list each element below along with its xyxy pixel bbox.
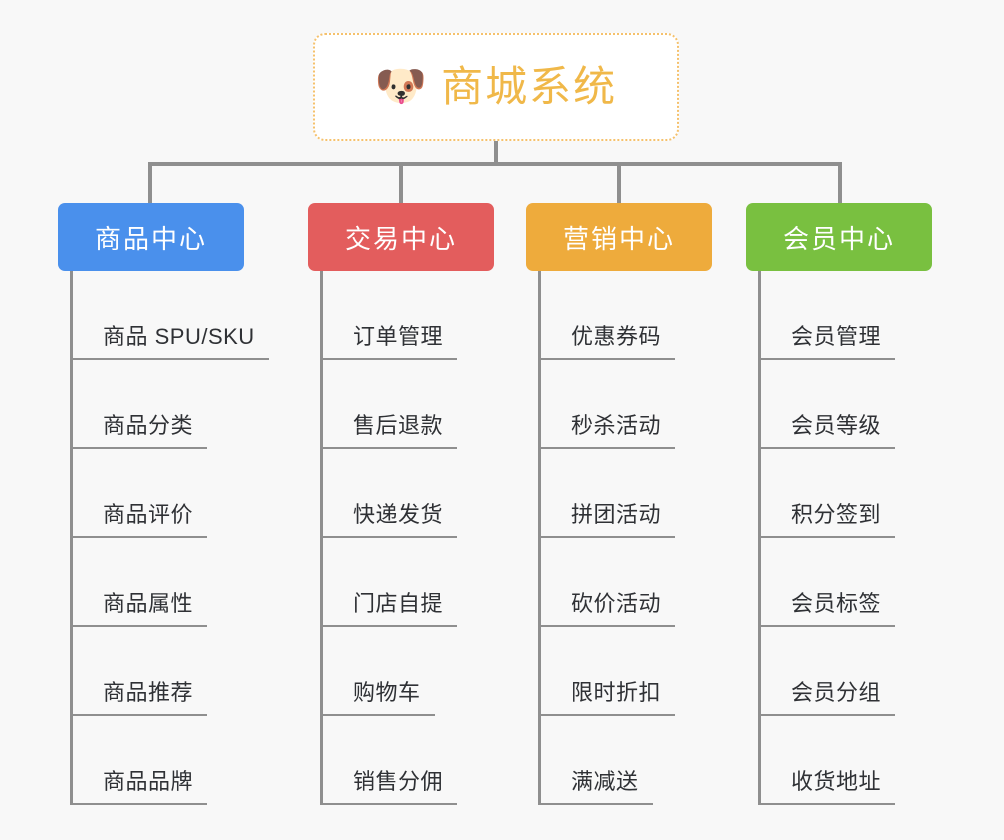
connector-drop-4 [838,162,842,205]
branch-header-label: 会员中心 [782,223,895,254]
list-item-label: 会员分组 [761,675,896,716]
branch-header-1[interactable]: 商品中心 [58,203,244,271]
list-item[interactable]: 商品分类 [73,360,244,449]
list-item-label: 快递发货 [323,497,458,538]
branch-column-3: 营销中心 优惠券码 秒杀活动 拼团活动 砍价活动 限时折扣 满减送 [526,203,712,805]
list-item[interactable]: 优惠券码 [541,271,712,360]
branch-header-label: 交易中心 [344,223,457,254]
list-item[interactable]: 购物车 [323,627,494,716]
list-item-label: 销售分佣 [323,764,458,805]
branch-column-2: 交易中心 订单管理 售后退款 快递发货 门店自提 购物车 销售分佣 [308,203,494,805]
branch-items-2: 订单管理 售后退款 快递发货 门店自提 购物车 销售分佣 [320,271,494,805]
list-item-label: 购物车 [323,675,435,716]
list-item[interactable]: 砍价活动 [541,538,712,627]
list-item-label: 售后退款 [323,408,458,449]
list-item[interactable]: 积分签到 [761,449,932,538]
list-item-label: 门店自提 [323,586,458,627]
list-item[interactable]: 会员分组 [761,627,932,716]
list-item[interactable]: 满减送 [541,716,712,805]
list-item-label: 收货地址 [761,764,896,805]
list-item-label: 限时折扣 [541,675,676,716]
list-item-label: 砍价活动 [541,586,676,627]
list-item-label: 商品评价 [73,497,208,538]
list-item[interactable]: 会员等级 [761,360,932,449]
list-item[interactable]: 快递发货 [323,449,494,538]
list-item[interactable]: 商品品牌 [73,716,244,805]
branch-column-4: 会员中心 会员管理 会员等级 积分签到 会员标签 会员分组 收货地址 [746,203,932,805]
list-item-label: 满减送 [541,764,653,805]
list-item-label: 商品 SPU/SKU [73,319,269,360]
connector-drop-2 [399,162,403,205]
branch-items-4: 会员管理 会员等级 积分签到 会员标签 会员分组 收货地址 [758,271,932,805]
root-title: 商城系统 [441,63,618,110]
list-item-label: 优惠券码 [541,319,676,360]
list-item-label: 商品属性 [73,586,208,627]
list-item[interactable]: 商品评价 [73,449,244,538]
list-item-label: 拼团活动 [541,497,676,538]
list-item-label: 商品分类 [73,408,208,449]
list-item-label: 会员标签 [761,586,896,627]
list-item[interactable]: 商品属性 [73,538,244,627]
list-item-label: 商品品牌 [73,764,208,805]
list-item[interactable]: 商品推荐 [73,627,244,716]
connector-drop-3 [617,162,621,205]
dog-face-icon: 🐶 [374,62,428,109]
list-item[interactable]: 秒杀活动 [541,360,712,449]
list-item[interactable]: 订单管理 [323,271,494,360]
branch-header-label: 营销中心 [562,223,675,254]
branch-column-1: 商品中心 商品 SPU/SKU 商品分类 商品评价 商品属性 商品推荐 商品品牌 [58,203,269,805]
list-item[interactable]: 会员标签 [761,538,932,627]
list-item-label: 会员管理 [761,319,896,360]
branch-header-3[interactable]: 营销中心 [526,203,712,271]
branch-header-label: 商品中心 [94,223,207,254]
list-item-label: 积分签到 [761,497,896,538]
list-item[interactable]: 售后退款 [323,360,494,449]
connector-drop-1 [148,162,152,205]
branch-header-4[interactable]: 会员中心 [746,203,932,271]
list-item[interactable]: 商品 SPU/SKU [73,271,269,360]
branch-items-3: 优惠券码 秒杀活动 拼团活动 砍价活动 限时折扣 满减送 [538,271,712,805]
list-item[interactable]: 会员管理 [761,271,932,360]
connector-root-stem [494,141,498,164]
root-node[interactable]: 🐶 商城系统 [313,33,679,141]
branch-items-1: 商品 SPU/SKU 商品分类 商品评价 商品属性 商品推荐 商品品牌 [70,271,269,805]
list-item-label: 秒杀活动 [541,408,676,449]
list-item[interactable]: 门店自提 [323,538,494,627]
list-item[interactable]: 拼团活动 [541,449,712,538]
list-item-label: 订单管理 [323,319,458,360]
branch-header-2[interactable]: 交易中心 [308,203,494,271]
list-item[interactable]: 限时折扣 [541,627,712,716]
list-item-label: 商品推荐 [73,675,208,716]
list-item-label: 会员等级 [761,408,896,449]
list-item[interactable]: 收货地址 [761,716,932,805]
list-item[interactable]: 销售分佣 [323,716,494,805]
connector-branch-bar [148,162,842,166]
